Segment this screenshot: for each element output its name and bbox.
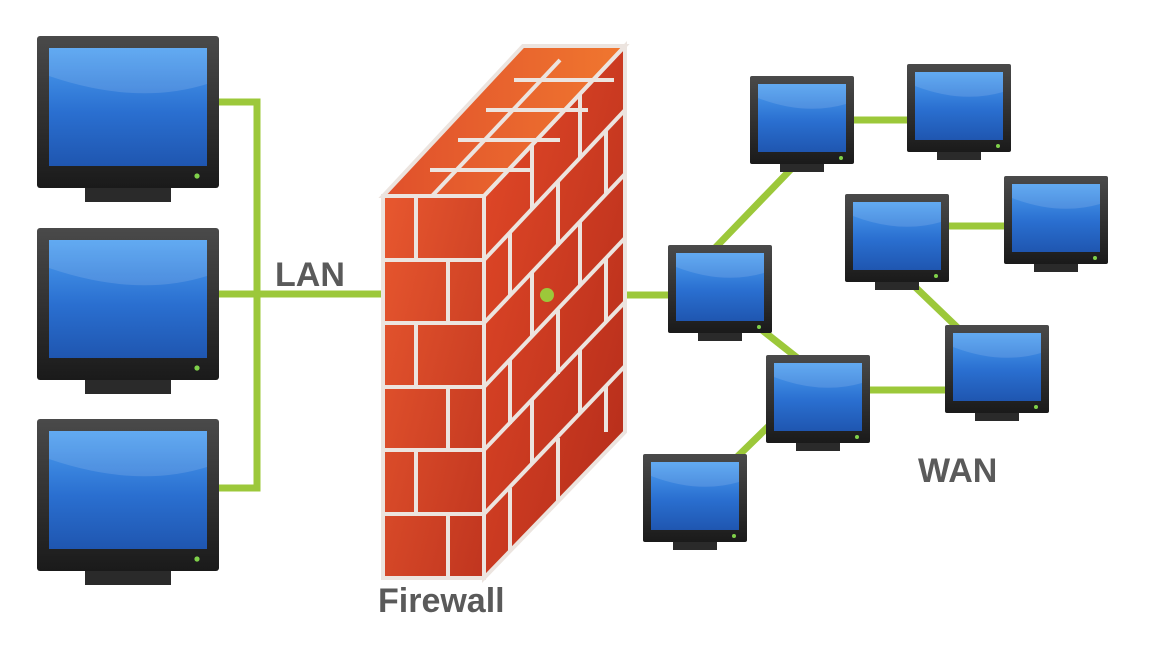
wan-computer-3[interactable] [845,194,949,290]
wan-computer-1[interactable] [750,76,854,172]
firewall-connection-point [540,288,554,302]
wan-computer-8[interactable] [643,454,747,550]
wan-link-a [712,162,798,251]
wan-label: WAN [918,452,997,490]
wan-computer-4[interactable] [1004,176,1108,272]
wan-link-f [907,279,963,333]
lan-computer-1[interactable] [37,36,219,202]
firewall-label: Firewall [378,582,505,620]
wan-computer-5[interactable] [668,245,772,341]
lan-label: LAN [275,256,345,294]
wan-computer-7[interactable] [766,355,870,451]
lan-links [218,98,385,492]
lan-computer-3[interactable] [37,419,219,585]
wan-computer-2[interactable] [907,64,1011,160]
lan-computer-2[interactable] [37,228,219,394]
firewall-wall [378,40,630,583]
wan-computer-6[interactable] [945,325,1049,421]
